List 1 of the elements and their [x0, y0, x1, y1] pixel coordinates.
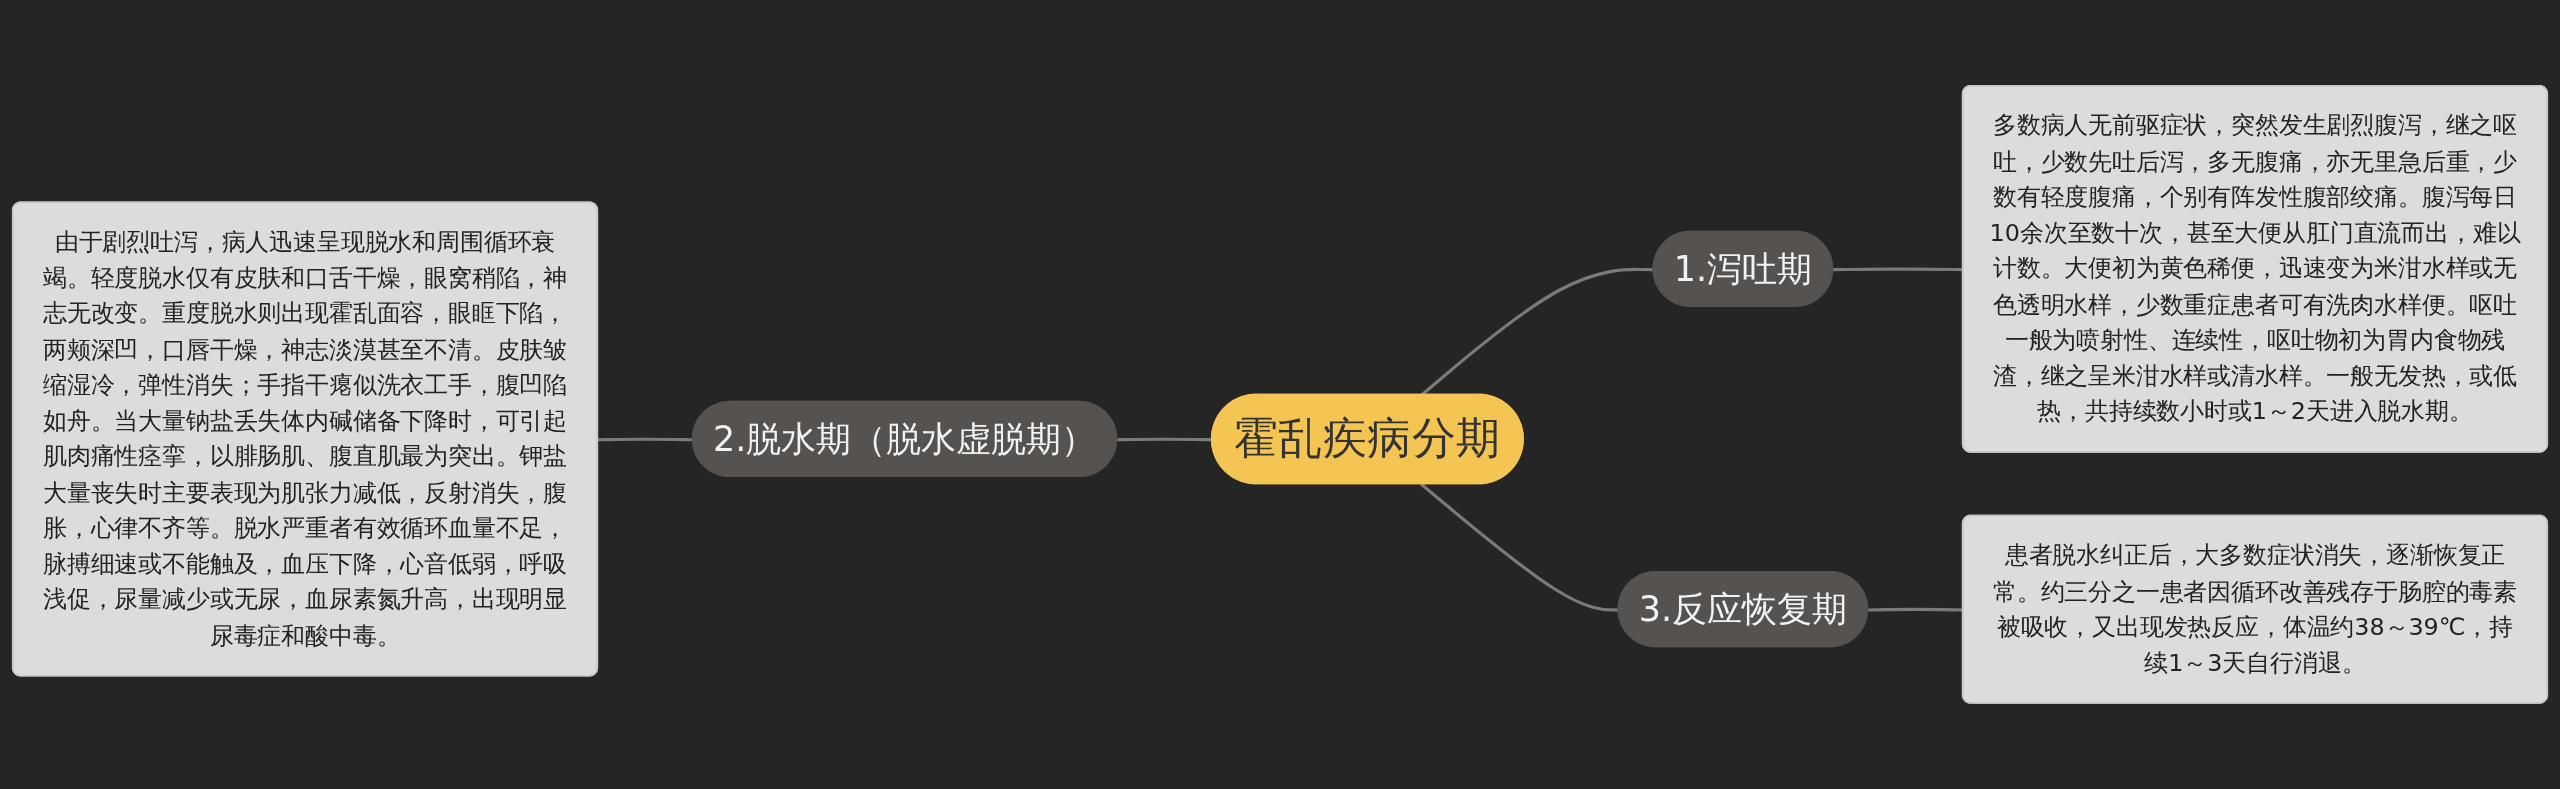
- connector: [1117, 437, 1213, 442]
